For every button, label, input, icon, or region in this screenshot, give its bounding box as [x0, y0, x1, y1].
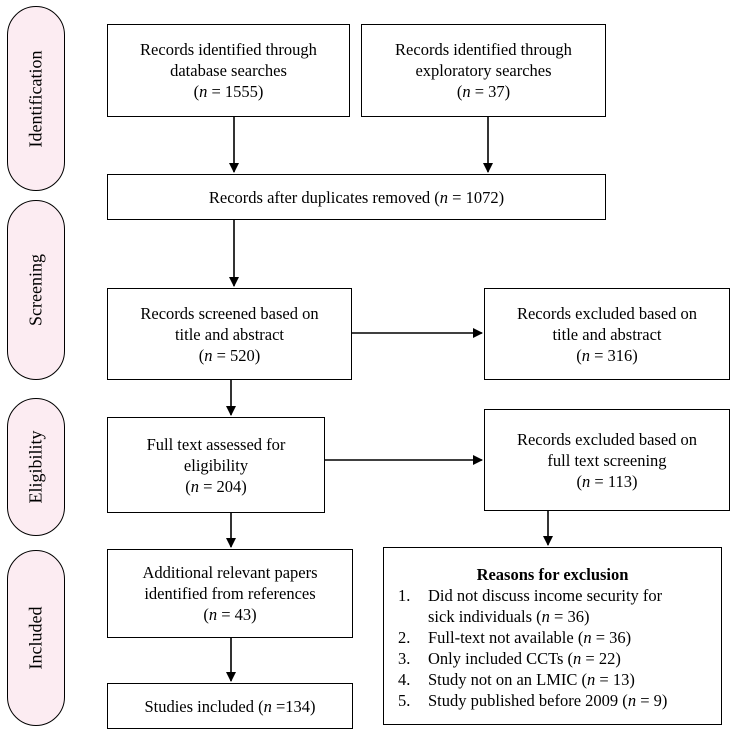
box-fulltext-line1: Full text assessed for — [146, 434, 286, 454]
box-excluded-title-line2: title and abstract — [552, 324, 662, 344]
box-exploratory-line2: exploratory searches — [415, 61, 552, 80]
box-additional-line2: identified from references — [144, 584, 316, 603]
box-excluded-fulltext: Records excluded based on full text scre… — [484, 409, 730, 511]
box-fulltext-assessed: Full text assessed for eligibility (n = … — [107, 417, 325, 513]
box-excluded-title-line1: Records excluded based on — [516, 303, 698, 323]
reason-item-3: 3. Only included CCTs (n = 22) — [384, 648, 721, 669]
box-exploratory-line1: Records identified through — [395, 40, 572, 59]
reason-number: 3. — [398, 649, 411, 668]
reason-text: Did not discuss income security for — [428, 586, 663, 605]
reason-text: Only included CCTs (n = 22) — [428, 649, 621, 668]
box-exploratory-records: Records identified through exploratory s… — [361, 24, 606, 117]
reasons-title: Reasons for exclusion — [476, 565, 629, 584]
reason-number: 5. — [398, 691, 411, 710]
phase-eligibility-label: Eligibility — [25, 430, 46, 504]
box-excluded-fulltext-line2: full text screening — [547, 450, 667, 470]
reason-number: 1. — [398, 586, 411, 605]
phase-screening-label: Screening — [25, 254, 46, 326]
box-screened-count: (n = 520) — [198, 345, 261, 365]
box-duplicates-count: (n = 1072) — [434, 187, 505, 207]
phase-included: Included — [7, 550, 65, 726]
box-reasons-for-exclusion: Reasons for exclusion 1. Did not discuss… — [383, 547, 722, 725]
box-excluded-title-abstract: Records excluded based on title and abst… — [484, 288, 730, 380]
box-database-line2: database searches — [170, 61, 287, 80]
box-records-screened: Records screened based on title and abst… — [107, 288, 352, 380]
box-duplicates-removed: Records after duplicates removed (n = 10… — [107, 174, 606, 220]
reasons-list: 1. Did not discuss income security for s… — [384, 585, 721, 711]
box-included-count: (n =134) — [258, 696, 316, 716]
box-excluded-fulltext-count: (n = 113) — [576, 471, 638, 491]
reason-item-1: 1. Did not discuss income security for s… — [384, 585, 721, 627]
box-additional-papers: Additional relevant papers identified fr… — [107, 549, 353, 638]
box-excluded-fulltext-line1: Records excluded based on — [516, 429, 698, 449]
box-database-line1: Records identified through — [140, 40, 317, 59]
box-additional-line1: Additional relevant papers — [142, 563, 318, 582]
reason-text: Study not on an LMIC (n = 13) — [428, 670, 635, 689]
phase-eligibility: Eligibility — [7, 398, 65, 536]
reason-number: 2. — [398, 628, 411, 647]
reason-text-continued: sick individuals (n = 36) — [428, 607, 590, 626]
reason-number: 4. — [398, 670, 411, 689]
reason-text: Full-text not available (n = 36) — [428, 628, 632, 647]
reason-text: Study published before 2009 (n = 9) — [428, 691, 668, 710]
box-database-records: Records identified through database sear… — [107, 24, 350, 117]
box-fulltext-line2: eligibility — [183, 455, 249, 475]
phase-included-label: Included — [25, 606, 46, 670]
box-database-count: (n = 1555) — [193, 82, 264, 101]
box-included-text: Studies included — [144, 696, 254, 716]
box-duplicates-text: Records after duplicates removed — [208, 187, 431, 207]
reason-item-5: 5. Study published before 2009 (n = 9) — [384, 690, 721, 711]
box-exploratory-count: (n = 37) — [456, 82, 511, 101]
box-excluded-title-count: (n = 316) — [576, 345, 638, 365]
box-screened-line1: Records screened based on — [140, 303, 319, 323]
box-additional-count: (n = 43) — [203, 605, 257, 624]
box-screened-line2: title and abstract — [174, 324, 285, 344]
phase-screening: Screening — [7, 200, 65, 380]
reason-item-4: 4. Study not on an LMIC (n = 13) — [384, 669, 721, 690]
box-fulltext-count: (n = 204) — [185, 476, 247, 496]
phase-identification: Identification — [7, 6, 65, 191]
reason-item-2: 2. Full-text not available (n = 36) — [384, 627, 721, 648]
box-studies-included: Studies included (n =134) — [107, 683, 353, 729]
phase-identification-label: Identification — [25, 50, 46, 147]
